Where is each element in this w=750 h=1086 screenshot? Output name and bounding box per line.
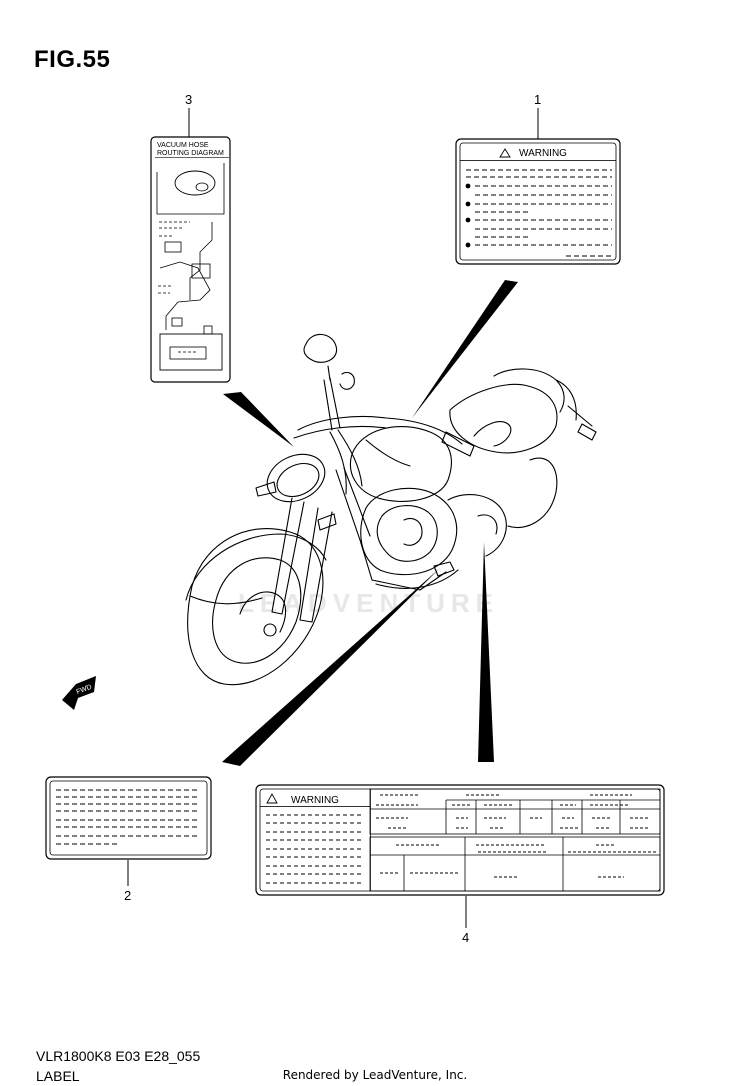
- figure-title: FIG.55: [34, 46, 111, 73]
- rendered-by-credit: Rendered by LeadVenture, Inc.: [282, 1068, 468, 1082]
- pointer-wedge-1: [412, 280, 518, 418]
- callout-4: 4: [462, 930, 470, 945]
- pointer-wedge-3: [223, 392, 294, 447]
- fwd-arrow-icon: FWD: [62, 676, 96, 710]
- motorcycle-drawing: [185, 333, 597, 686]
- warning-heading-1: WARNING: [519, 148, 567, 159]
- callout-1: 1: [534, 92, 542, 107]
- warning-triangle-icon: [499, 148, 511, 158]
- callout-2: 2: [124, 888, 132, 903]
- callout-3: 3: [185, 92, 193, 107]
- watermark: LEADVENTURE: [238, 588, 500, 618]
- figure-name: LABEL: [36, 1068, 80, 1084]
- figure-code: VLR1800K8 E03 E28_055: [36, 1048, 201, 1064]
- label-4-warning-table: WARNING: [255, 784, 665, 896]
- pointer-wedge-4: [478, 542, 494, 762]
- label-2-info: [45, 776, 212, 860]
- label-3-vacuum-hose: VACUUM HOSE ROUTING DIAGRAM: [150, 136, 231, 383]
- pointer-wedge-2: [222, 568, 440, 766]
- vacuum-title-line1: VACUUM HOSE: [157, 142, 209, 149]
- warning-triangle-icon-2: [266, 793, 278, 804]
- label-1-warning: WARNING: [455, 138, 621, 265]
- warning-heading-4: WARNING: [291, 795, 339, 806]
- vacuum-title-line2: ROUTING DIAGRAM: [157, 150, 224, 157]
